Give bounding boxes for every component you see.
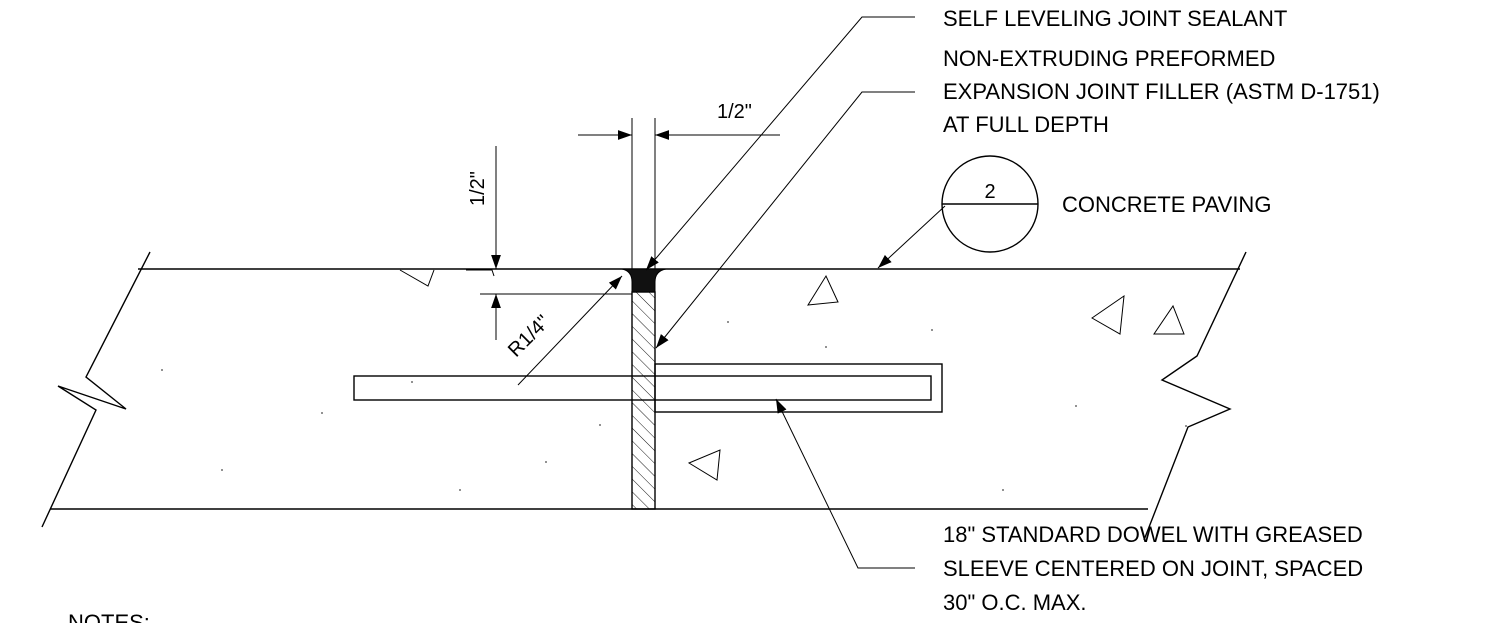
dowel-label-line-3: 30" O.C. MAX. xyxy=(943,590,1087,615)
sealant-label: SELF LEVELING JOINT SEALANT xyxy=(943,6,1287,31)
right-break-line xyxy=(1143,251,1247,541)
aggregate-symbols xyxy=(161,269,1187,491)
sealant-depth-dimension-label: 1/2" xyxy=(467,171,489,206)
filler-leader: NON-EXTRUDING PREFORMED EXPANSION JOINT … xyxy=(655,46,1380,349)
filler-label-line-2: EXPANSION JOINT FILLER (ASTM D-1751) xyxy=(943,79,1380,104)
edge-radius-label: R1/4" xyxy=(504,311,554,361)
dimension-sealant-depth: 1/2" xyxy=(467,146,632,340)
joint-width-dimension-label: 1/2" xyxy=(717,101,752,123)
concrete-slab xyxy=(41,251,1247,541)
aggregate-triangle xyxy=(807,274,839,306)
concrete-paving-label: CONCRETE PAVING xyxy=(1062,192,1271,217)
dimension-joint-width: 1/2" xyxy=(578,101,780,269)
aggregate-triangle xyxy=(687,449,721,481)
aggregate-triangle xyxy=(399,269,435,287)
aggregate-triangle xyxy=(1091,294,1125,335)
dowel-leader: 18" STANDARD DOWEL WITH GREASED SLEEVE C… xyxy=(775,398,1363,615)
sealant-leader: SELF LEVELING JOINT SEALANT xyxy=(645,6,1287,271)
filler-label-line-3: AT FULL DEPTH xyxy=(943,112,1109,137)
dowel-assembly xyxy=(353,363,943,413)
aggregate-triangle xyxy=(1153,304,1185,335)
left-break-line xyxy=(41,251,151,528)
dowel-sleeve xyxy=(654,363,943,413)
detail-callout: 2 CONCRETE PAVING xyxy=(877,155,1271,269)
dowel-bar xyxy=(353,375,932,401)
radius-leader: R1/4" xyxy=(504,275,623,386)
dowel-label-line-2: SLEEVE CENTERED ON JOINT, SPACED xyxy=(943,556,1363,581)
notes-heading: NOTES: xyxy=(68,610,150,623)
detail-callout-number: 2 xyxy=(984,181,995,203)
filler-label-line-1: NON-EXTRUDING PREFORMED xyxy=(943,46,1275,71)
joint-sealant xyxy=(621,268,667,293)
dowel-label-line-1: 18" STANDARD DOWEL WITH GREASED xyxy=(943,522,1363,547)
aggregate-triangle xyxy=(466,269,495,277)
